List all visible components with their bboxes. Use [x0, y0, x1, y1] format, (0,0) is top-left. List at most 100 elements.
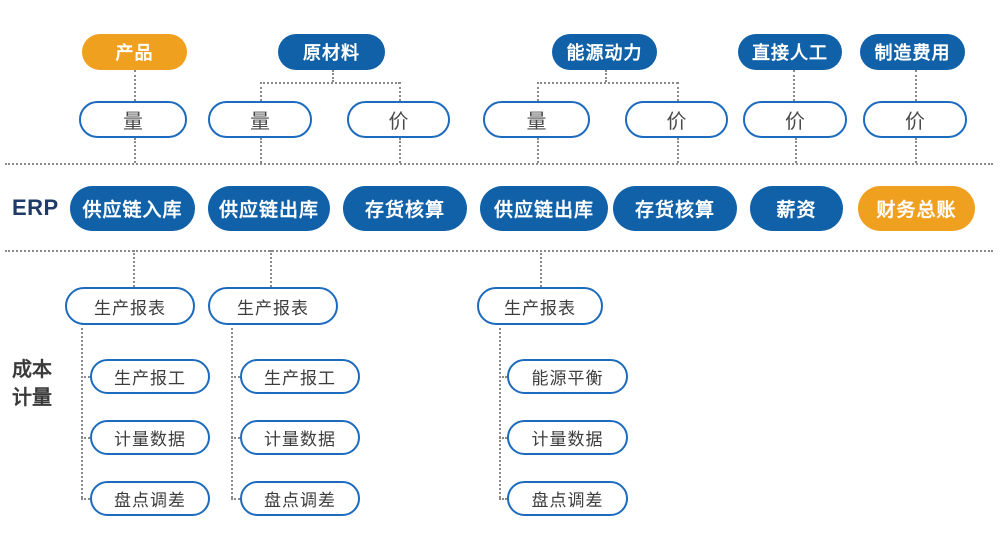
cost-label-line1: 成本	[12, 359, 52, 381]
connector-drop	[677, 138, 679, 163]
cost-item-label: 生产报工	[114, 369, 186, 388]
connector-drop	[537, 138, 539, 163]
connector-drop	[915, 138, 917, 163]
measure-label: 量	[526, 111, 547, 133]
category-pill-direct-labor: 直接人工	[738, 34, 842, 70]
connector-drop	[134, 138, 136, 163]
connector-erp-report-3	[540, 250, 542, 287]
measure-label: 价	[388, 111, 409, 133]
separator-top	[5, 163, 993, 165]
erp-pill-label: 供应链出库	[218, 200, 319, 221]
measure-label: 量	[250, 111, 270, 133]
connector-raw-price	[399, 82, 401, 101]
connector-raw-stem	[332, 70, 334, 82]
cost-item-metering-data-3: 计量数据	[507, 420, 628, 455]
connector-col1-spine	[81, 323, 83, 498]
connector-col3-stub	[499, 376, 507, 378]
erp-pill-supply-inbound: 供应链入库	[70, 186, 195, 231]
connector-raw-qty	[260, 82, 262, 101]
cost-label-line2: 计量	[12, 387, 52, 409]
connector-mfg-price	[915, 70, 917, 101]
measure-label: 量	[123, 111, 143, 133]
cost-section-label: 成本 计量	[12, 356, 52, 412]
category-pill-energy: 能源动力	[552, 34, 657, 70]
category-pill-product: 产品	[82, 34, 187, 70]
connector-energy-branch	[537, 82, 678, 84]
measure-pill-qty-product: 量	[79, 101, 187, 138]
cost-item-label: 计量数据	[531, 430, 604, 449]
cost-item-label: 计量数据	[114, 430, 186, 449]
connector-col2-stub	[231, 437, 240, 439]
category-pill-raw-material: 原材料	[278, 34, 385, 70]
report-label: 生产报表	[237, 298, 309, 318]
erp-pill-label: 存货核算	[634, 200, 715, 221]
connector-drop	[260, 138, 262, 163]
cost-item-metering-data-1: 计量数据	[90, 420, 210, 455]
cost-item-stocktake-adjust-3: 盘点调差	[507, 481, 628, 516]
connector-labor-price	[793, 70, 795, 101]
connector-energy-stem	[605, 70, 607, 82]
erp-row-label: ERP	[12, 195, 59, 220]
category-label: 能源动力	[566, 43, 643, 63]
connector-col1-stub	[81, 376, 90, 378]
connector-erp-report-2	[270, 250, 272, 287]
cost-item-label: 计量数据	[264, 430, 336, 449]
report-pill-production-report-3: 生产报表	[477, 287, 603, 325]
measure-pill-price-raw: 价	[347, 101, 450, 138]
connector-col1-stub	[81, 498, 90, 500]
erp-pill-inventory-accounting-2: 存货核算	[613, 186, 737, 231]
connector-col1-stub	[81, 437, 90, 439]
connector-col2-stub	[231, 376, 240, 378]
erp-pill-supply-outbound-2: 供应链出库	[480, 186, 608, 231]
erp-pill-general-ledger: 财务总账	[858, 186, 975, 231]
category-label: 直接人工	[752, 43, 828, 63]
category-pill-mfg-expense: 制造费用	[860, 34, 965, 70]
report-label: 生产报表	[504, 298, 576, 318]
connector-raw-branch	[260, 82, 400, 84]
connector-col3-stub	[499, 498, 507, 500]
separator-bottom	[5, 250, 993, 252]
cost-item-energy-balance: 能源平衡	[507, 359, 628, 394]
cost-item-label: 能源平衡	[531, 369, 604, 388]
erp-pill-inventory-accounting-1: 存货核算	[343, 186, 467, 231]
measure-label: 价	[905, 111, 925, 133]
connector-energy-qty	[537, 82, 539, 101]
cost-item-label: 盘点调差	[531, 491, 604, 510]
measure-pill-price-energy: 价	[625, 101, 728, 138]
measure-label: 价	[785, 111, 805, 133]
connector-drop	[399, 138, 401, 163]
cost-item-production-labor-2: 生产报工	[240, 359, 360, 394]
connector-erp-report-1	[133, 250, 135, 287]
erp-pill-label: 供应链入库	[82, 200, 183, 221]
measure-pill-price-labor: 价	[743, 101, 847, 138]
connector-col3-stub	[499, 437, 507, 439]
measure-pill-qty-raw: 量	[208, 101, 312, 138]
report-pill-production-report-1: 生产报表	[65, 287, 195, 325]
erp-pill-label: 供应链出库	[493, 200, 594, 221]
erp-pill-label: 薪资	[776, 200, 817, 221]
report-label: 生产报表	[94, 298, 166, 318]
cost-item-production-labor-1: 生产报工	[90, 359, 210, 394]
connector-drop	[795, 138, 797, 163]
cost-item-stocktake-adjust-1: 盘点调差	[90, 481, 210, 516]
connector-col2-spine	[231, 323, 233, 498]
cost-item-label: 盘点调差	[114, 491, 186, 510]
category-label: 制造费用	[874, 43, 951, 63]
connector-energy-price	[677, 82, 679, 101]
measure-pill-qty-energy: 量	[483, 101, 590, 138]
measure-pill-price-mfg: 价	[863, 101, 967, 138]
cost-item-stocktake-adjust-2: 盘点调差	[240, 481, 360, 516]
report-pill-production-report-2: 生产报表	[208, 287, 338, 325]
category-label: 产品	[115, 43, 154, 63]
connector-product-qty	[134, 70, 136, 101]
connector-col3-spine	[499, 323, 501, 498]
cost-item-metering-data-2: 计量数据	[240, 420, 360, 455]
erp-pill-label: 存货核算	[364, 200, 445, 221]
measure-label: 价	[666, 111, 687, 133]
cost-item-label: 生产报工	[264, 369, 336, 388]
erp-pill-payroll: 薪资	[750, 186, 843, 231]
erp-pill-supply-outbound-1: 供应链出库	[208, 186, 330, 231]
cost-item-label: 盘点调差	[264, 491, 336, 510]
erp-pill-label: 财务总账	[876, 200, 957, 221]
